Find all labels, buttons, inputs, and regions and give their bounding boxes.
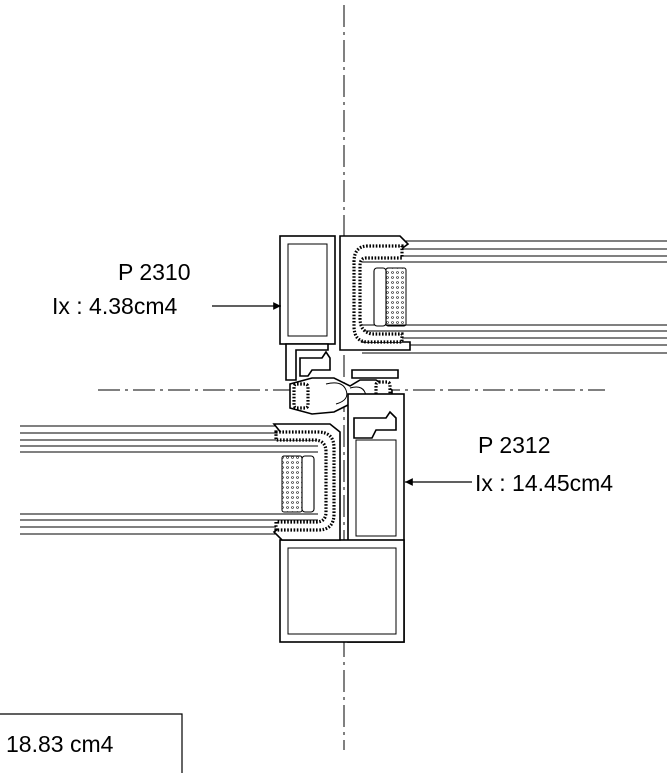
lower-glass-pane — [20, 425, 318, 535]
total-box-border — [0, 713, 183, 773]
upper-glass-pane — [362, 240, 667, 354]
p2312-ix-label: Ix : 14.45cm4 — [475, 470, 613, 496]
p2312-code-label: P 2312 — [478, 432, 550, 458]
total-ix-value: 18.83 cm4 — [6, 731, 114, 757]
p2310-ix-label: Ix : 4.38cm4 — [52, 293, 177, 319]
profile-p2312 — [272, 393, 405, 643]
profile-p2310 — [279, 235, 411, 381]
p2310-code-label: P 2310 — [118, 259, 190, 285]
